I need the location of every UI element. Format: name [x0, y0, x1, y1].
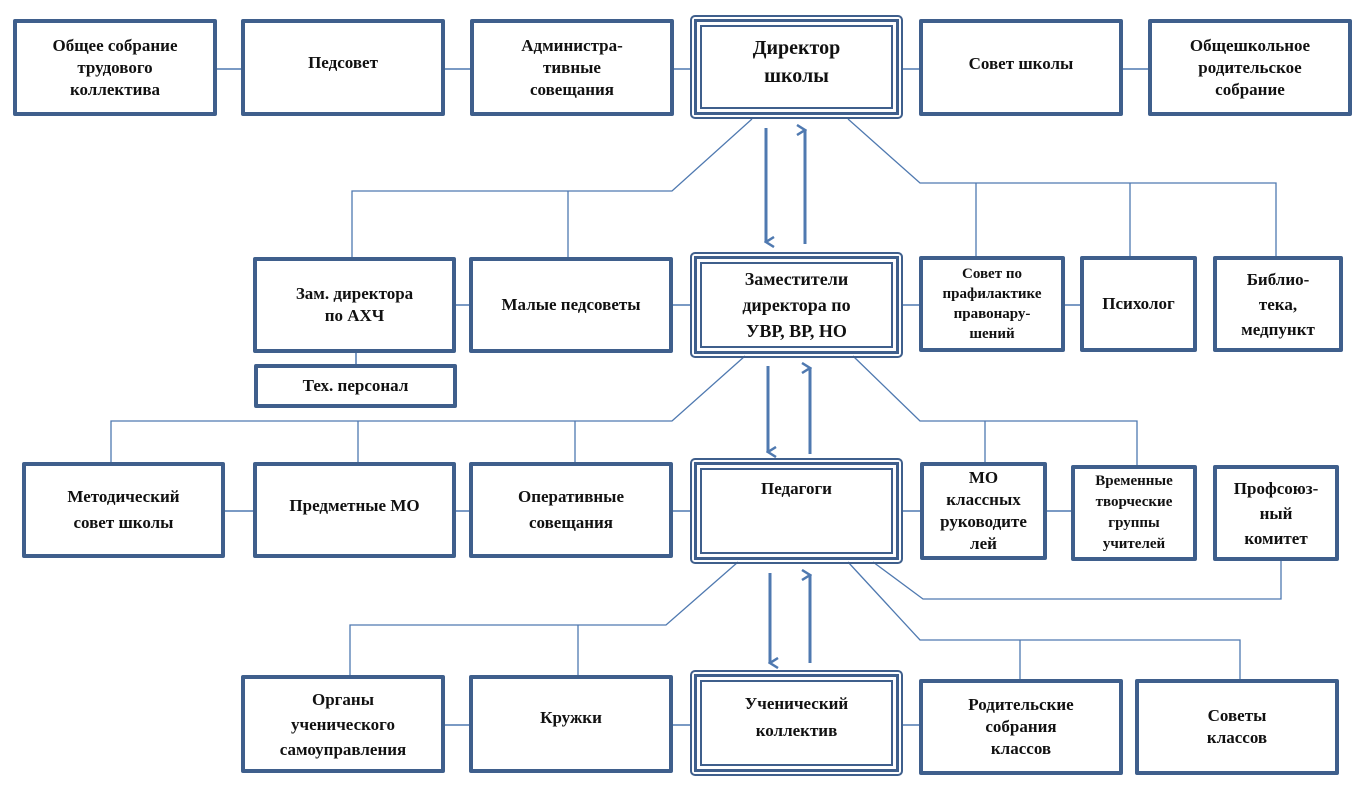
node-label: Малые педсоветы: [501, 295, 641, 314]
node-temp-groups: Временные творческие группы учителей: [1071, 465, 1197, 561]
node-label: Совет школы: [968, 53, 1074, 73]
node-admin-meetings: Администра- тивные совещания: [470, 19, 674, 116]
node-label: Предметные МО: [289, 496, 420, 515]
node-label: Педагоги: [761, 479, 832, 498]
node-class-councils: Советы классов: [1135, 679, 1339, 775]
link: [872, 560, 1282, 600]
node-deputies: Заместители директора по УВР, ВР, НО: [690, 252, 903, 358]
link: [349, 561, 739, 676]
node-label: Кружки: [540, 708, 602, 727]
link: [847, 561, 1241, 680]
node-operative-meetings: Оперативные совещания: [469, 462, 673, 558]
node-label: Директор школы: [752, 37, 841, 87]
node-clubs: Кружки: [469, 675, 673, 773]
node-student-body: Ученический коллектив: [690, 670, 903, 776]
node-label: Педсовет: [308, 52, 378, 72]
node-label: Заместители директора по УВР, ВР, НО: [742, 269, 851, 341]
node-label: Временные творческие группы учителей: [1095, 473, 1173, 552]
node-label: Оперативные совещания: [517, 487, 625, 532]
node-director: Директор школы: [690, 15, 903, 119]
node-mo-class-leaders: МО классных руководите лей: [920, 462, 1047, 560]
node-label: Психолог: [1102, 294, 1175, 313]
node-tech-staff: Тех. персонал: [254, 364, 457, 408]
node-label: Библио- тека, медпункт: [1241, 269, 1315, 339]
node-pedsovet: Педсовет: [241, 19, 445, 116]
node-deputy-ahch: Зам. директора по АХЧ: [253, 257, 456, 353]
node-label: Общешкольное родительское собрание: [1189, 35, 1311, 99]
node-psychologist: Психолог: [1080, 256, 1197, 352]
node-label: Родительские собрания классов: [968, 695, 1074, 758]
node-label: Администра- тивные совещания: [521, 35, 623, 99]
node-trade-union: Профсоюз- ный комитет: [1213, 465, 1339, 561]
node-teachers: Педагоги: [690, 458, 903, 564]
node-label: Органы ученического самоуправления: [279, 689, 407, 759]
node-label: Совет по прафилактике правонару- шений: [942, 266, 1042, 342]
node-label: Общее собрание трудового коллектива: [52, 35, 178, 99]
node-method-council: Методический совет школы: [22, 462, 225, 558]
node-student-gov: Органы ученического самоуправления: [241, 675, 445, 773]
link: [852, 355, 1138, 466]
node-general-meeting: Общее собрание трудового коллектива: [13, 19, 217, 116]
node-school-council: Совет школы: [919, 19, 1123, 116]
node-label: Тех. персонал: [302, 376, 409, 395]
node-library: Библио- тека, медпункт: [1213, 256, 1343, 352]
node-label: Зам. директора по АХЧ: [295, 284, 414, 325]
node-parent-meeting: Общешкольное родительское собрание: [1148, 19, 1352, 116]
hierarchy-arrows: [766, 128, 810, 663]
link: [110, 355, 746, 463]
teachers-branches: [349, 560, 1282, 680]
row2-links: [355, 304, 1081, 366]
node-label: Ученический коллектив: [744, 694, 849, 740]
link: [847, 118, 1277, 258]
node-small-pedsovets: Малые педсоветы: [469, 257, 673, 353]
node-subject-mo: Предметные МО: [253, 462, 456, 558]
deputies-branches: [110, 355, 1138, 466]
node-label: Советы классов: [1206, 706, 1268, 747]
node-class-parent-meetings: Родительские собрания классов: [919, 679, 1123, 775]
node-label: Методический совет школы: [67, 487, 180, 532]
link: [351, 118, 753, 258]
node-label: МО классных руководите лей: [940, 468, 1027, 553]
director-branches: [351, 118, 1277, 258]
node-label: Профсоюз- ный комитет: [1233, 478, 1319, 548]
node-prevention-council: Совет по прафилактике правонару- шений: [919, 256, 1065, 352]
